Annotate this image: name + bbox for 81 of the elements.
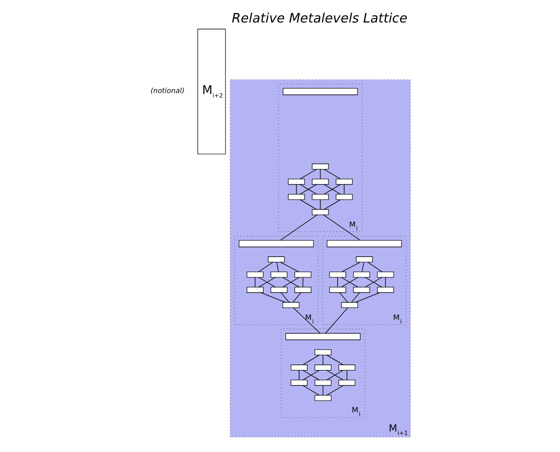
connector: [280, 262, 299, 272]
connector: [323, 199, 340, 210]
connector: [338, 292, 348, 302]
node-bar: [238, 240, 314, 248]
node-box: [328, 272, 346, 278]
node-box: [287, 194, 304, 200]
node-box: [290, 380, 308, 386]
connector: [346, 370, 347, 380]
connector: [254, 277, 255, 288]
node-box: [314, 394, 331, 401]
node-box: M$_{i+2}$: [197, 28, 226, 154]
connector: [354, 292, 380, 303]
node-box: [340, 302, 358, 308]
connector: [302, 385, 320, 396]
node-box: [335, 178, 352, 185]
node-box: [314, 380, 331, 386]
node-box: [338, 380, 355, 386]
diagram-title: Relative Metalevels Lattice: [231, 12, 407, 27]
node-box: [338, 364, 355, 371]
node-box: [314, 349, 331, 356]
connector: [299, 184, 316, 194]
node-box: [267, 256, 284, 262]
connector: [350, 292, 360, 302]
connector: [276, 262, 278, 272]
node-box: [246, 286, 264, 293]
connector: [326, 354, 343, 366]
connector: [299, 199, 316, 210]
connector: [302, 370, 320, 380]
node-box: [311, 164, 328, 170]
node-box: [290, 364, 308, 371]
connector: [361, 262, 364, 272]
node-box: [246, 272, 264, 278]
node-box: [328, 286, 346, 293]
connector: [323, 168, 340, 180]
connector: [319, 168, 320, 180]
connector: [323, 184, 340, 194]
node-box: [282, 302, 299, 308]
connector: [258, 277, 276, 288]
connector: [299, 168, 316, 180]
node-box: [311, 194, 328, 200]
connector: [292, 307, 320, 334]
connector: [336, 277, 338, 288]
node-bar: [326, 240, 402, 248]
connector: [326, 370, 343, 380]
node-box: [287, 178, 304, 185]
node-box: [355, 256, 372, 262]
node-box: [311, 209, 328, 216]
node-bar: [285, 333, 360, 340]
connector: [324, 307, 348, 334]
connector: [282, 277, 299, 288]
connector: [340, 277, 358, 288]
connector: [343, 184, 344, 194]
node-box: [270, 272, 287, 278]
connector: [260, 292, 286, 303]
connector: [280, 292, 289, 302]
node-bar: [282, 88, 358, 96]
connector: [322, 214, 360, 241]
connector: [302, 277, 303, 288]
node-box: [294, 286, 311, 293]
node-box: [294, 272, 311, 278]
connector: [326, 385, 343, 396]
node-box: [270, 286, 287, 293]
connector: [298, 370, 299, 380]
connector: [302, 354, 320, 366]
connector: [366, 262, 382, 272]
connector: [292, 292, 301, 302]
connector: [322, 354, 323, 365]
node-box: [314, 364, 331, 371]
connector: [384, 277, 386, 288]
node-box: [376, 272, 394, 278]
connector: [319, 199, 320, 210]
connector: [341, 262, 360, 272]
node-box: [352, 272, 370, 278]
node-box: [335, 194, 352, 200]
node-box: [352, 286, 370, 293]
connector: [364, 277, 382, 288]
connector: [258, 262, 273, 272]
node-box: [311, 178, 328, 185]
node-box: [376, 286, 394, 293]
connector: [280, 214, 317, 241]
connector: [322, 385, 323, 396]
